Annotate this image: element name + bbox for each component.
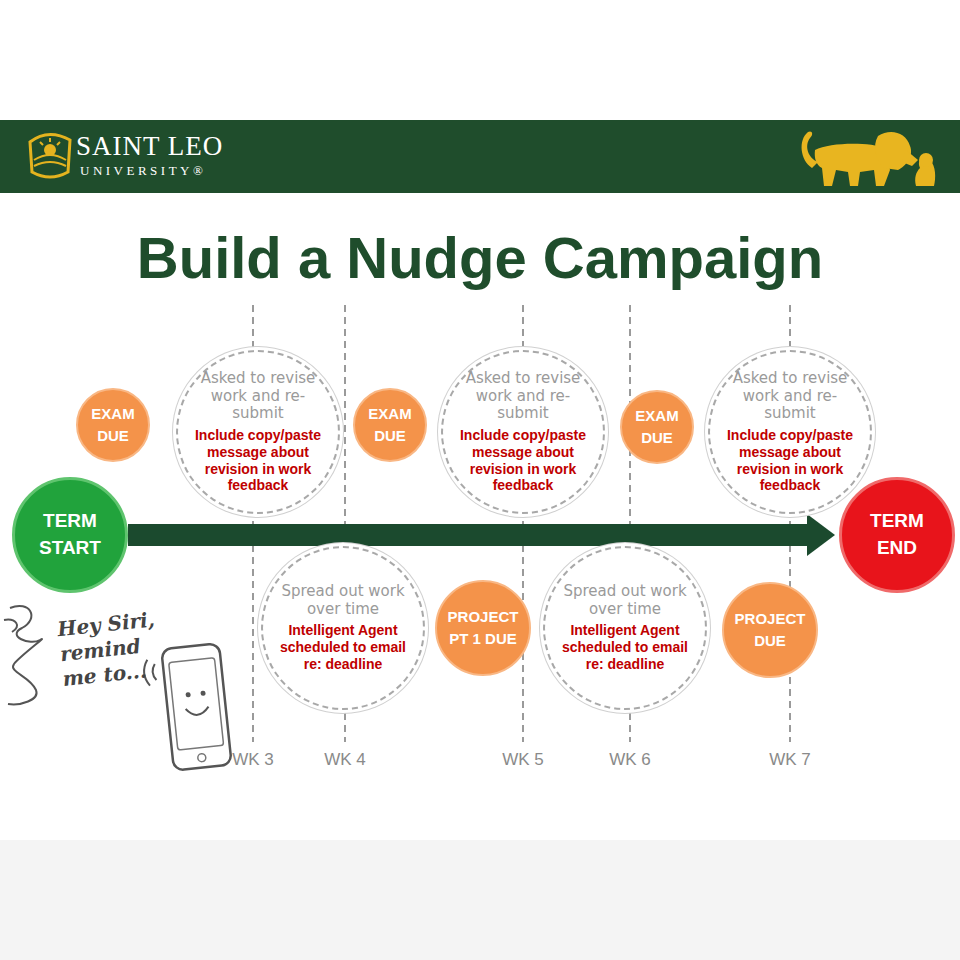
voice-squiggle [4,606,42,704]
voice-prompt: Hey Siri, remind me to... [56,607,163,692]
nudge-action: Include copy/paste message about revisio… [722,427,858,494]
deadline-label: PROJECT PT 1 DUE [442,606,524,651]
deadline-label: EXAM DUE [627,405,687,450]
nudge-action: Include copy/paste message about revisio… [190,427,326,494]
header-band [0,120,960,193]
nudge-situation: Spread out work over time [275,583,411,618]
week-label: WK 3 [213,750,293,770]
nudge-situation: Asked to revise work and re-submit [190,370,326,423]
week-label: WK 7 [750,750,830,770]
deadline-circle: PROJECT DUE [722,582,818,678]
nudge-circle: Asked to revise work and re-submitInclud… [176,350,340,514]
term-label: TERM END [851,508,943,561]
nudge-situation: Asked to revise work and re-submit [722,370,858,423]
nudge-circle: Asked to revise work and re-submitInclud… [441,350,605,514]
week-label: WK 6 [590,750,670,770]
lion-silhouette [802,131,936,186]
bottom-band [0,840,960,960]
deadline-circle: PROJECT PT 1 DUE [435,580,531,676]
term-circle: TERM START [12,477,128,593]
nudge-situation: Spread out work over time [557,583,693,618]
nudge-action: Intelligent Agent scheduled to email re:… [557,622,693,672]
term-label: TERM START [24,508,116,561]
logo-emblem [30,134,70,177]
title: Build a Nudge Campaign [0,224,960,291]
deadline-label: EXAM DUE [360,403,420,448]
university-name: SAINT LEO [76,131,223,162]
nudge-circle: Spread out work over timeIntelligent Age… [261,546,425,710]
nudge-circle: Spread out work over timeIntelligent Age… [543,546,707,710]
deadline-label: EXAM DUE [83,403,143,448]
nudge-situation: Asked to revise work and re-submit [455,370,591,423]
deadline-label: PROJECT DUE [729,608,811,653]
university-subtitle: UNIVERSITY® [80,163,206,179]
nudge-circle: Asked to revise work and re-submitInclud… [708,350,872,514]
week-label: WK 5 [483,750,563,770]
nudge-action: Intelligent Agent scheduled to email re:… [275,622,411,672]
deadline-circle: EXAM DUE [353,388,427,462]
timeline-arrow [128,514,835,556]
week-label: WK 4 [305,750,385,770]
deadline-circle: EXAM DUE [76,388,150,462]
deadline-circle: EXAM DUE [620,390,694,464]
phone-drawing [142,643,232,772]
week-lines [253,305,790,742]
term-circle: TERM END [839,477,955,593]
nudge-action: Include copy/paste message about revisio… [455,427,591,494]
